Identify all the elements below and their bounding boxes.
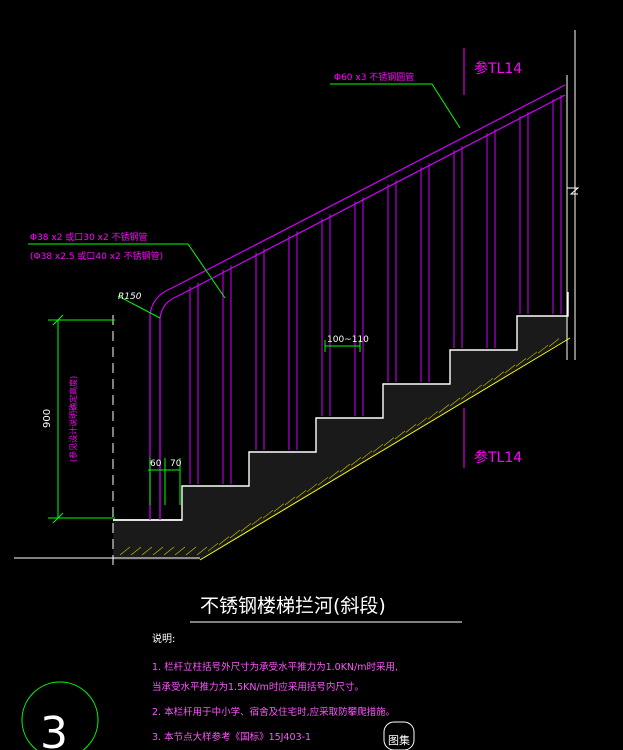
hatch-stroke xyxy=(262,509,274,519)
detail-callout: 3 xyxy=(21,681,99,750)
stamp-text: 图集 xyxy=(388,733,410,747)
dim-70-label: 70 xyxy=(170,459,182,469)
hatch-stroke xyxy=(218,536,230,545)
hatch-stroke xyxy=(449,397,461,407)
hatch-stroke xyxy=(273,503,285,512)
baluster-group xyxy=(189,95,562,484)
handrail-leader xyxy=(330,83,461,129)
hatch-stroke xyxy=(207,542,219,552)
notes: 说明: 1. 栏杆立柱括号外尺寸为承受水平推力为1.0KN/m时采用, 当承受水… xyxy=(152,632,398,743)
dim-60-label: 60 xyxy=(150,459,162,469)
note-2: 2. 本栏杆用于中小学、宿舍及住宅时,应采取防攀爬措施。 xyxy=(152,706,395,718)
hatch-stroke xyxy=(240,523,252,532)
hatch-stroke xyxy=(185,546,197,556)
notes-heading: 说明: xyxy=(152,632,175,645)
hatch-stroke xyxy=(339,463,351,473)
stair-profile xyxy=(113,292,569,521)
drawing-title: 不锈钢楼梯拦河(斜段) xyxy=(200,595,386,617)
baluster-leader xyxy=(28,243,226,299)
stair-concrete xyxy=(14,292,571,561)
height-label: 900 xyxy=(42,409,53,428)
height-note: (参见设计说明确定高度) xyxy=(68,376,78,462)
stair-hatch-fill xyxy=(113,292,568,560)
hatch-stroke xyxy=(317,476,329,486)
ref-top-label: 参TL14 xyxy=(474,60,522,77)
radius-label: R150 xyxy=(118,292,142,302)
hatch-stroke xyxy=(493,371,505,380)
stair-hatch xyxy=(119,338,560,556)
baluster-spec-label-1: Φ38 x2 或口30 x2 不锈钢管 xyxy=(30,231,148,243)
note-3: 3. 本节点大样参考《国标》15J403-1 xyxy=(152,731,311,743)
hatch-stroke xyxy=(515,358,527,367)
baluster-spec-label-2: (Φ38 x2.5 或口40 x2 不锈钢管) xyxy=(30,250,163,262)
hatch-stroke xyxy=(416,417,428,427)
hatch-stroke xyxy=(405,424,417,433)
stair-soffit xyxy=(199,337,571,561)
hatch-stroke xyxy=(284,496,296,506)
hatch-stroke xyxy=(163,546,175,556)
hatch-stroke xyxy=(361,450,373,460)
hatch-stroke xyxy=(130,546,142,556)
hatch-stroke xyxy=(328,470,340,479)
hatch-stroke xyxy=(526,351,538,361)
hatch-stroke xyxy=(295,490,307,499)
bottom-dimensions xyxy=(148,458,181,505)
note-1b: 当承受水平推力为1.5KN/m时应采用括号内尺寸。 xyxy=(152,681,364,693)
ref-bottom-label: 参TL14 xyxy=(474,449,522,466)
leaders xyxy=(28,83,461,319)
hatch-stroke xyxy=(504,364,516,374)
note-1: 1. 栏杆立柱括号外尺寸为承受水平推力为1.0KN/m时采用, xyxy=(152,661,398,673)
height-dimension xyxy=(48,314,115,524)
hatch-stroke xyxy=(119,546,131,556)
callout-circle xyxy=(21,681,99,750)
hatch-stroke xyxy=(471,384,483,394)
hatch-stroke xyxy=(438,404,450,413)
hatch-stroke xyxy=(196,546,208,556)
hatch-stroke xyxy=(548,338,560,347)
stamp: 图集 xyxy=(383,721,415,750)
callout-number: 3 xyxy=(40,708,68,750)
hatch-stroke xyxy=(482,377,494,387)
handrail-top xyxy=(149,84,566,520)
handrail-spec-label: Φ60 x3 不锈钢圆管 xyxy=(334,71,414,83)
spacing-label: 100~110 xyxy=(327,335,369,345)
hatch-stroke xyxy=(350,457,362,466)
hatch-stroke xyxy=(174,546,186,556)
hatch-stroke xyxy=(394,430,406,440)
spacing-dimension xyxy=(324,340,361,352)
hatch-stroke xyxy=(152,546,164,556)
radius-leader xyxy=(117,295,161,319)
hatch-stroke xyxy=(427,410,439,420)
hatch-stroke xyxy=(251,516,263,526)
right-wall xyxy=(566,30,580,360)
hatch-stroke xyxy=(383,437,395,446)
hatch-stroke xyxy=(306,483,318,493)
hatch-stroke xyxy=(460,391,472,400)
hatch-stroke xyxy=(141,546,153,556)
hatch-stroke xyxy=(229,529,241,539)
hatch-stroke xyxy=(372,443,384,453)
hatch-stroke xyxy=(537,344,549,354)
